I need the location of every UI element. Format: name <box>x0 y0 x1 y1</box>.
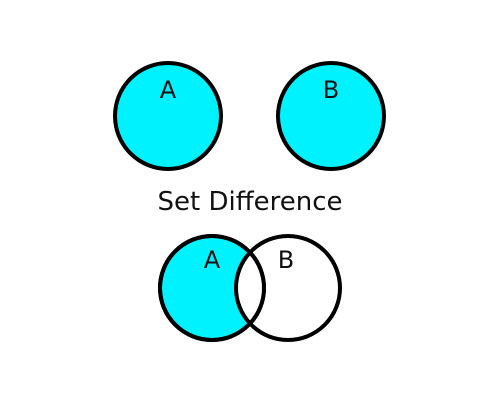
difference-a-label: A <box>204 246 221 274</box>
difference-a-outline <box>158 234 266 342</box>
difference-venn-group: A B <box>158 234 342 342</box>
difference-b-circle <box>234 234 342 342</box>
diagram-title: Set Difference <box>158 187 343 217</box>
set-a-label: A <box>160 76 177 104</box>
set-b-circle <box>276 61 386 171</box>
difference-b-label: B <box>278 246 294 274</box>
set-b-label: B <box>323 76 339 104</box>
set-a-circle <box>113 61 223 171</box>
separate-sets-group: A B <box>113 61 386 171</box>
